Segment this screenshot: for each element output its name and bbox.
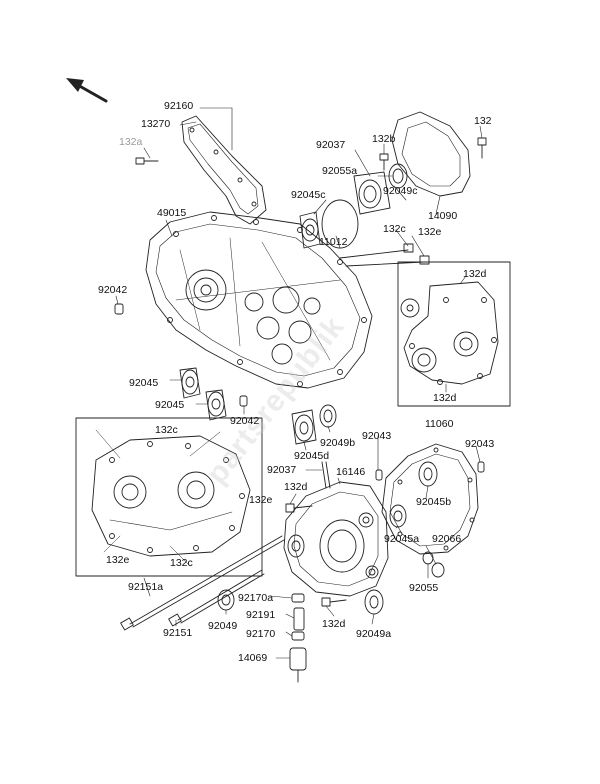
label-92170a: 92170a [238,592,274,604]
label-92043-right: 92043 [465,438,495,450]
case-half-16146 [283,481,389,597]
label-13270: 13270 [141,118,171,130]
bolt-132d-low [321,597,347,607]
label-132e-inset: 132e [249,494,273,506]
label-132d-low: 132d [322,618,346,630]
label-132e-inset-bot: 132e [106,554,130,566]
label-92049b: 92049b [320,437,356,449]
label-92045-a: 92045 [129,377,159,389]
bolt-132d-mid [285,503,313,513]
dowel-92042-mid [239,395,248,407]
label-92151a: 92151a [128,581,164,593]
label-132d-top: 132d [463,268,487,280]
label-92191: 92191 [246,609,276,621]
direction-arrow-icon [66,78,108,103]
gasket-92160 [181,115,267,225]
breather-14069 [289,647,307,683]
gasket-14090 [391,111,471,197]
label-132c-inset-top: 132c [155,424,178,436]
dowel-92043-left [375,469,383,481]
bearing-92045-a [179,367,201,399]
gear-icon [400,298,420,318]
label-132b: 132b [372,133,396,145]
label-92055: 92055 [409,582,439,594]
leader-lines [115,107,483,659]
inset-cover-detail [397,261,511,407]
label-92066: 92066 [432,533,462,545]
oil-seal-92049a [364,589,384,615]
label-132d-bot: 132d [433,392,457,404]
bearing-92045b [418,461,438,487]
label-92045d: 92045d [294,450,330,462]
clamp-92170a [291,593,305,603]
plug-92066 [431,562,445,578]
bearing-92045c [299,211,321,249]
label-92045-b: 92045 [155,399,185,411]
label-92049: 92049 [208,620,238,632]
bearing-92045-b [205,389,227,421]
inset-case-detail [75,417,263,577]
bearing-housing-92055a [353,171,391,215]
oil-seal-92049b [319,404,337,428]
gasket-11060 [381,443,479,555]
label-132c-inset-bot: 132c [170,557,193,569]
label-92045b: 92045b [416,496,452,508]
label-132c-top: 132c [383,223,406,235]
crankcase-49015 [145,211,373,389]
label-16146: 16146 [336,466,366,478]
bearing-92045a [389,504,407,528]
label-92037-mid: 92037 [267,464,297,476]
label-14090: 14090 [428,210,458,222]
label-11060: 11060 [425,418,454,430]
label-132d-mid: 132d [284,481,308,493]
label-92045c: 92045c [291,189,326,201]
label-92055a: 92055a [322,165,358,177]
label-92042-mid: 92042 [230,415,260,427]
label-92151: 92151 [163,627,193,639]
label-92037-top: 92037 [316,139,346,151]
dowel-92043-right [477,461,485,473]
bolt-132 [477,137,487,159]
label-132a: 132a [119,136,143,148]
dowel-92042-left [114,303,124,315]
label-92045a: 92045a [384,533,420,545]
pin-92037-mid [321,461,331,489]
label-132e-top: 132e [418,226,442,238]
label-11012: 11012 [319,236,348,248]
label-92042-left: 92042 [98,284,128,296]
hose-92191 [293,607,305,631]
bolt-132b [379,153,389,171]
label-92043-left: 92043 [362,430,392,442]
bolt-132a [135,157,159,165]
label-92160: 92160 [164,100,194,112]
label-92170: 92170 [246,628,276,640]
bolt-92151a [120,535,285,631]
label-14069: 14069 [238,652,268,664]
label-92049c: 92049c [383,185,418,197]
clamp-92170 [291,631,305,641]
bolt-132e-top [345,255,430,267]
bearing-92045d [291,409,317,445]
label-49015: 49015 [157,207,187,219]
label-132: 132 [474,115,492,127]
label-92049a: 92049a [356,628,392,640]
bolt-132c-top [339,243,414,259]
